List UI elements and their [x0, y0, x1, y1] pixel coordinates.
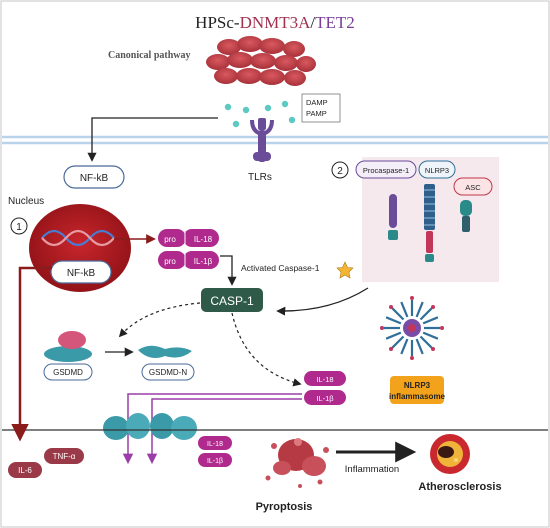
activated-caspase-star — [336, 261, 354, 279]
tnf-alpha-pill — [44, 448, 84, 464]
nfkb-nuclear-pill — [50, 260, 112, 284]
cell-membrane — [2, 135, 548, 145]
nlrp3-pill — [418, 160, 456, 179]
asc-pill — [453, 177, 493, 196]
title-slash: / — [310, 13, 315, 32]
tnf-alpha-label: TNF-α — [53, 452, 76, 461]
nucleus-label: Nucleus — [8, 196, 44, 207]
secreted-il1b-pill — [198, 453, 232, 467]
mature-il18-pill — [304, 371, 346, 386]
dna-helix — [41, 229, 115, 247]
hsc-cell-cluster — [206, 36, 316, 86]
title-tet2: TET2 — [315, 13, 355, 32]
tlr-receptor — [250, 118, 274, 162]
step-1-marker — [10, 217, 28, 235]
pamp-label: PAMP — [306, 109, 327, 118]
nlrp3-glyph — [424, 184, 435, 262]
title-prefix: HPSc- — [195, 13, 240, 32]
pyroptosis-label: Pyroptosis — [256, 501, 313, 513]
nlrp3-inflammasome-box — [390, 376, 444, 404]
atherosclerotic-artery-glyph — [430, 434, 470, 474]
casp1-box — [201, 288, 263, 312]
inflammasome-label-line1: NLRP3 — [404, 381, 431, 390]
inflammasome-to-casp1-arrow — [276, 287, 369, 316]
secreted-il18-pill — [198, 436, 232, 450]
procaspase-glyph — [388, 194, 398, 240]
gsdmd-n-pill — [141, 363, 195, 381]
il-release-arrow-1 — [122, 393, 302, 465]
asc-label: ASC — [465, 183, 481, 192]
gsdmd-glyph — [44, 331, 92, 362]
step-2-label: 2 — [337, 166, 343, 177]
gsdmd-n-glyph — [138, 345, 192, 358]
asc-glyph — [460, 200, 472, 232]
title-dnmt3a: DNMT3A — [240, 13, 312, 32]
nfkb-cytoplasm-label: NF-kB — [80, 173, 109, 184]
pro-il18-pro-label: pro — [164, 235, 176, 244]
inflammasome-label-line2: inflammasome — [389, 392, 446, 401]
secreted-il18-label: IL-18 — [207, 441, 223, 448]
pro-il-to-casp1-arrow — [220, 255, 237, 286]
il6-label: IL-6 — [18, 466, 32, 475]
canonical-pathway-label: Canonical pathway — [108, 50, 191, 61]
step-2-marker — [331, 161, 349, 179]
casp1-to-gsdmd-arrow — [118, 302, 201, 338]
figure-title: HPSc-DNMT3A/TET2 — [195, 13, 355, 32]
damp-pamp-box — [301, 93, 341, 123]
mature-il18-label: IL-18 — [316, 375, 333, 384]
il-release-arrow-2 — [146, 398, 302, 465]
tlrs-label: TLRs — [248, 172, 272, 183]
casp1-label: CASP-1 — [210, 294, 254, 308]
damp-label: DAMP — [306, 98, 328, 107]
atherosclerosis-label: Atherosclerosis — [418, 481, 501, 493]
nfkb-nuclear-label: NF-kB — [67, 268, 96, 279]
damp-pamp-ligands — [224, 100, 296, 128]
step-1-label: 1 — [16, 222, 22, 233]
tlr-to-nfkb-arrow — [87, 117, 218, 162]
procaspase-pill — [355, 160, 417, 179]
inflammation-label: Inflammation — [345, 464, 399, 475]
il6-pill — [8, 462, 42, 478]
secreted-il1b-label: IL-1β — [207, 458, 223, 465]
gsdmd-n-label: GSDMD-N — [149, 368, 187, 377]
nfkb-cytoplasm-pill — [63, 165, 125, 189]
pro-il1b-pro-label: pro — [164, 257, 176, 266]
pro-il18-pill — [158, 229, 219, 247]
nfkb-to-cytokines-arrow — [11, 266, 52, 442]
casp1-to-mature-il-arrow — [231, 312, 302, 387]
pro-il18-label: IL-18 — [194, 235, 213, 244]
gasdermin-pore — [103, 413, 197, 440]
procaspase-label: Procaspase-1 — [363, 166, 409, 175]
pro-il1b-label: IL-1β — [194, 257, 213, 266]
nlrp3-label: NLRP3 — [425, 166, 449, 175]
mature-il1b-pill — [304, 390, 346, 405]
mature-il1b-label: IL-1β — [316, 394, 334, 403]
gsdmd-label: GSDMD — [53, 368, 83, 377]
pro-il1b-pill — [158, 251, 219, 269]
activated-caspase-label: Activated Caspase-1 — [241, 263, 320, 273]
pyroptotic-cell-glyph — [265, 438, 329, 488]
gsdmd-pill — [43, 363, 93, 381]
nlrp3-inflammasome-glyph — [380, 296, 444, 360]
